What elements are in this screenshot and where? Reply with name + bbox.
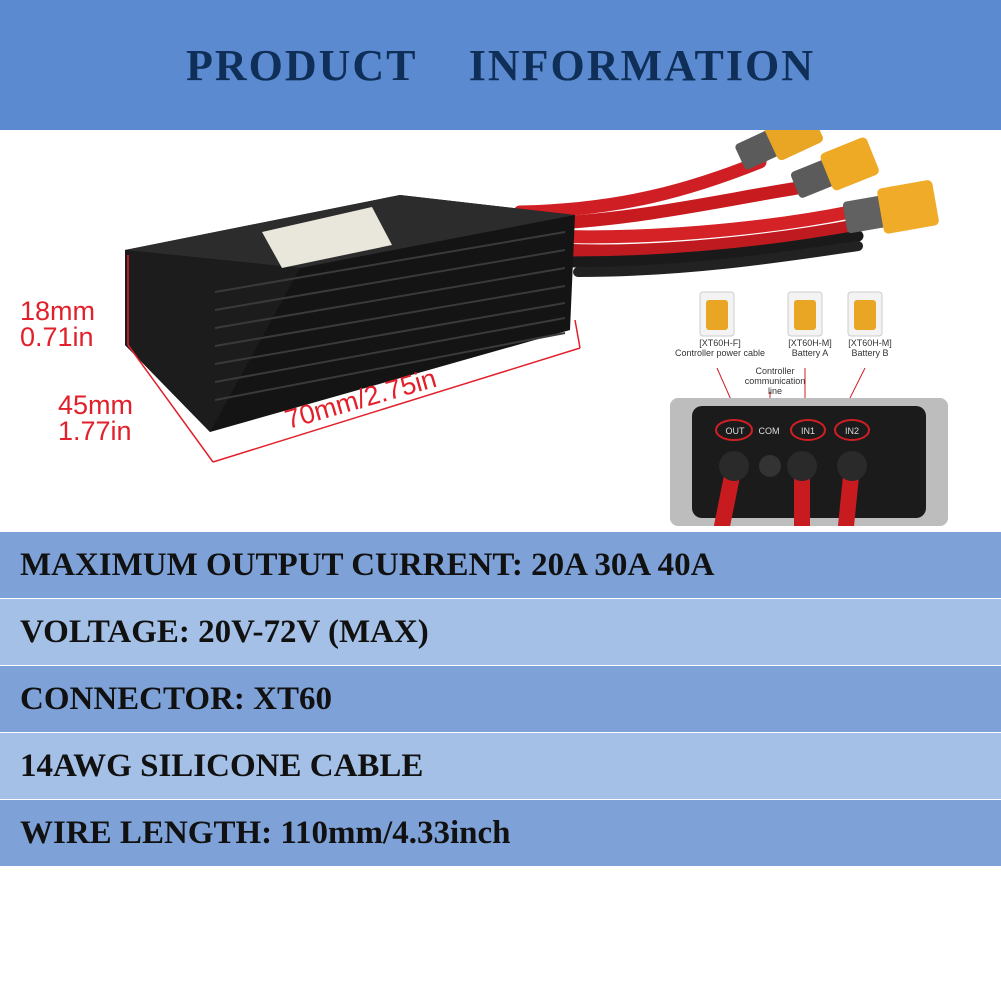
connector-f-desc: Controller power cable bbox=[674, 348, 766, 358]
depth-in: 1.77in bbox=[58, 416, 132, 446]
port-com-label: COM bbox=[758, 426, 780, 436]
comm-line-text-1: Controller bbox=[755, 366, 795, 376]
spec-row-voltage: VOLTAGE: 20V-72V (MAX) bbox=[0, 599, 1001, 665]
port-inset: [XT60H-F] Controller power cable [XT60H-… bbox=[670, 290, 948, 534]
port-in1-label: IN1 bbox=[800, 426, 815, 436]
height-in: 0.71in bbox=[20, 322, 94, 352]
port-inset-drawing bbox=[670, 291, 948, 534]
dimension-lines bbox=[127, 255, 581, 463]
connector-a-label: [XT60H-M] bbox=[788, 338, 832, 348]
product-illustration: 18mm 0.71in 45mm 1.77in 70mm/2.75in bbox=[0, 106, 1001, 534]
spec-list: MAXIMUM OUTPUT CURRENT: 20A 30A 40A VOLT… bbox=[0, 532, 1001, 867]
height-mm: 18mm bbox=[20, 296, 96, 326]
depth-dimension: 45mm 1.77in bbox=[58, 390, 134, 446]
inset-label-battery-b: [XT60H-M] Battery B bbox=[840, 338, 900, 358]
spec-row-wire-length: WIRE LENGTH: 110mm/4.33inch bbox=[0, 800, 1001, 866]
product-drawing bbox=[125, 106, 939, 463]
comm-line-text-2: communication line bbox=[744, 376, 806, 396]
page-title: PRODUCT INFORMATION bbox=[185, 40, 816, 90]
spec-row-current: MAXIMUM OUTPUT CURRENT: 20A 30A 40A bbox=[0, 532, 1001, 598]
inset-label-controller-power: [XT60H-F] Controller power cable bbox=[670, 338, 770, 358]
box-label-sticker bbox=[262, 207, 392, 268]
spec-row-cable: 14AWG SILICONE CABLE bbox=[0, 733, 1001, 799]
height-dimension: 18mm 0.71in bbox=[20, 296, 96, 352]
connector-b-label: [XT60H-M] bbox=[848, 338, 892, 348]
connector-b-desc: Battery B bbox=[851, 348, 889, 358]
depth-mm: 45mm bbox=[58, 390, 134, 420]
port-out-label: OUT bbox=[725, 426, 745, 436]
controller-box bbox=[125, 195, 575, 432]
title-banner: PRODUCT INFORMATION bbox=[0, 0, 1001, 130]
connector-a-desc: Battery A bbox=[791, 348, 829, 358]
spec-row-connector: CONNECTOR: XT60 bbox=[0, 666, 1001, 732]
inset-label-comm-line: Controller communication line bbox=[740, 366, 810, 396]
inset-label-battery-a: [XT60H-M] Battery A bbox=[780, 338, 840, 358]
connector-f-label: [XT60H-F] bbox=[699, 338, 741, 348]
port-in2-label: IN2 bbox=[844, 426, 859, 436]
